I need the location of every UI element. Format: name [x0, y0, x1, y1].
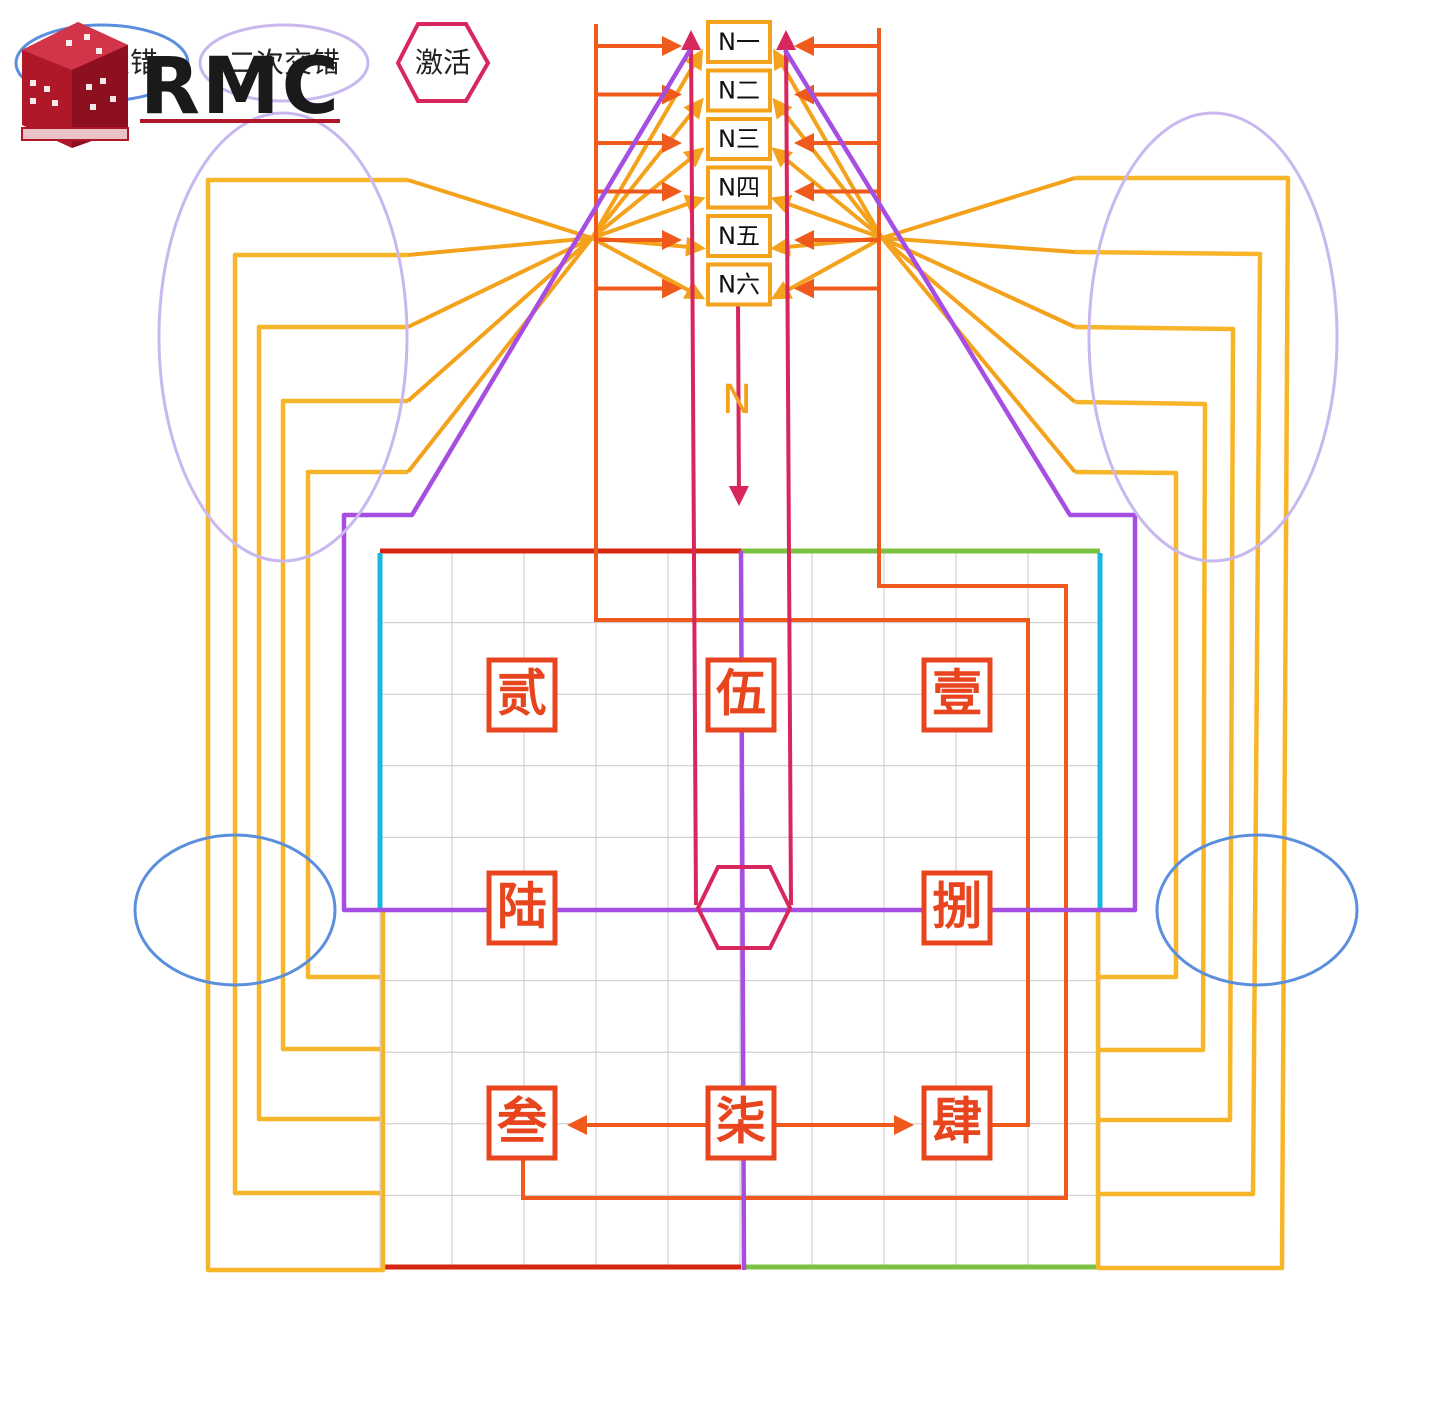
orange-red-combs: [596, 36, 879, 299]
rail-orange-right: [521, 28, 1068, 1200]
crimson-up-left: [681, 30, 702, 906]
position-box-4: [921, 1085, 993, 1161]
fan-right-out: [771, 147, 884, 240]
n-box-4: [706, 165, 772, 210]
rail-left-4: [280, 398, 408, 1052]
purple-left: [341, 48, 1138, 913]
position-label-2: 贰: [497, 665, 547, 723]
fan-left-out: [590, 48, 704, 240]
rail-right-4: [1074, 399, 1208, 1053]
rail-right-1: [1075, 175, 1291, 1271]
fan-right-in: [881, 176, 1076, 240]
rail-right-2: [1074, 249, 1263, 1197]
direction-label: N: [722, 377, 752, 423]
rail-orange-left: [594, 24, 1030, 1127]
position-label-4: 肆: [932, 1093, 982, 1151]
position-box-1: [921, 657, 993, 733]
n-box-3: [706, 117, 772, 161]
primary-interleave-right: [1155, 833, 1359, 987]
n-stack: N一 N二 N三 N四 N五 N六: [706, 20, 772, 307]
fan-right-out: [772, 97, 884, 240]
rail-right-5: [1074, 469, 1179, 980]
fan-left-out: [591, 236, 706, 300]
legend-activation-hexagon: [395, 22, 491, 103]
fan-right-out: [770, 194, 883, 240]
fan-right-in: [881, 236, 1076, 329]
crimson-up-right: [776, 30, 797, 906]
fan-left-in: [407, 236, 593, 257]
fan-left-in: [406, 236, 594, 474]
n-label-3: N三: [718, 125, 760, 153]
fan-left-out: [591, 194, 706, 240]
rail-left-1: [205, 177, 408, 1273]
n-box-1: [706, 20, 772, 64]
position-box-6: [486, 870, 558, 946]
logo-cube: [21, 22, 129, 148]
position-label-7: 柒: [716, 1093, 766, 1151]
n-label-1: N一: [718, 28, 760, 56]
position-box-2: [486, 657, 558, 733]
n-label-6: N六: [718, 271, 760, 299]
position-label-1: 壹: [932, 665, 982, 723]
platform-border: [377, 548, 1103, 1270]
logo-text: RMC: [140, 42, 341, 132]
secondary-interleave-right: [1087, 111, 1339, 563]
fan-right-in: [880, 236, 1077, 404]
yellow-rails: [205, 175, 1291, 1273]
legend-secondary-ellipse: [198, 23, 370, 103]
position-label-6: 陆: [497, 878, 547, 936]
rail-left-2: [232, 252, 408, 1196]
position-box-3: [486, 1085, 558, 1161]
rail-left-3: [256, 324, 408, 1122]
n-box-2: [706, 68, 772, 113]
n-box-6: [706, 262, 772, 307]
position-labels: 贰 伍 壹陆 捌叁 柒 肆: [486, 657, 993, 1161]
position-box-7: [705, 1085, 777, 1161]
primary-interleave-left: [133, 833, 337, 987]
fan-right-out: [773, 48, 884, 239]
fan-left-in: [407, 178, 593, 240]
n-label-5: N五: [718, 222, 760, 250]
crimson-rails: [681, 30, 797, 906]
rail-left-5: [305, 469, 408, 980]
position-label-8: 捌: [932, 878, 982, 936]
secondary-interleave-left: [157, 111, 409, 563]
position-box-8: [921, 870, 993, 946]
n-box-5: [706, 214, 772, 258]
n-label-2: N二: [718, 77, 760, 105]
rail-right-3: [1074, 324, 1236, 1123]
logo-underline: [140, 119, 340, 123]
fan-right-out: [770, 236, 883, 300]
fan-right-in: [880, 236, 1077, 474]
fan-left-out: [590, 147, 705, 240]
position-box-5: [705, 657, 777, 733]
interleave-markers: [133, 111, 1359, 987]
legend-secondary-label: 二次交错: [228, 46, 340, 79]
fan-right-in: [881, 236, 1076, 254]
crimson-down-center: [728, 299, 749, 506]
activation-hexagon: [695, 865, 793, 950]
fan-left-in: [407, 236, 593, 329]
position-label-3: 叁: [497, 1093, 548, 1151]
legend-activation-label: 激活: [415, 46, 471, 79]
position-label-5: 伍: [716, 665, 766, 723]
rmc-logo: RMC: [21, 22, 341, 148]
orange-red-rails: [521, 24, 1068, 1200]
orange-fan-lines: [406, 48, 1077, 474]
n-label-4: N四: [718, 174, 760, 202]
fan-left-out: [590, 97, 704, 240]
